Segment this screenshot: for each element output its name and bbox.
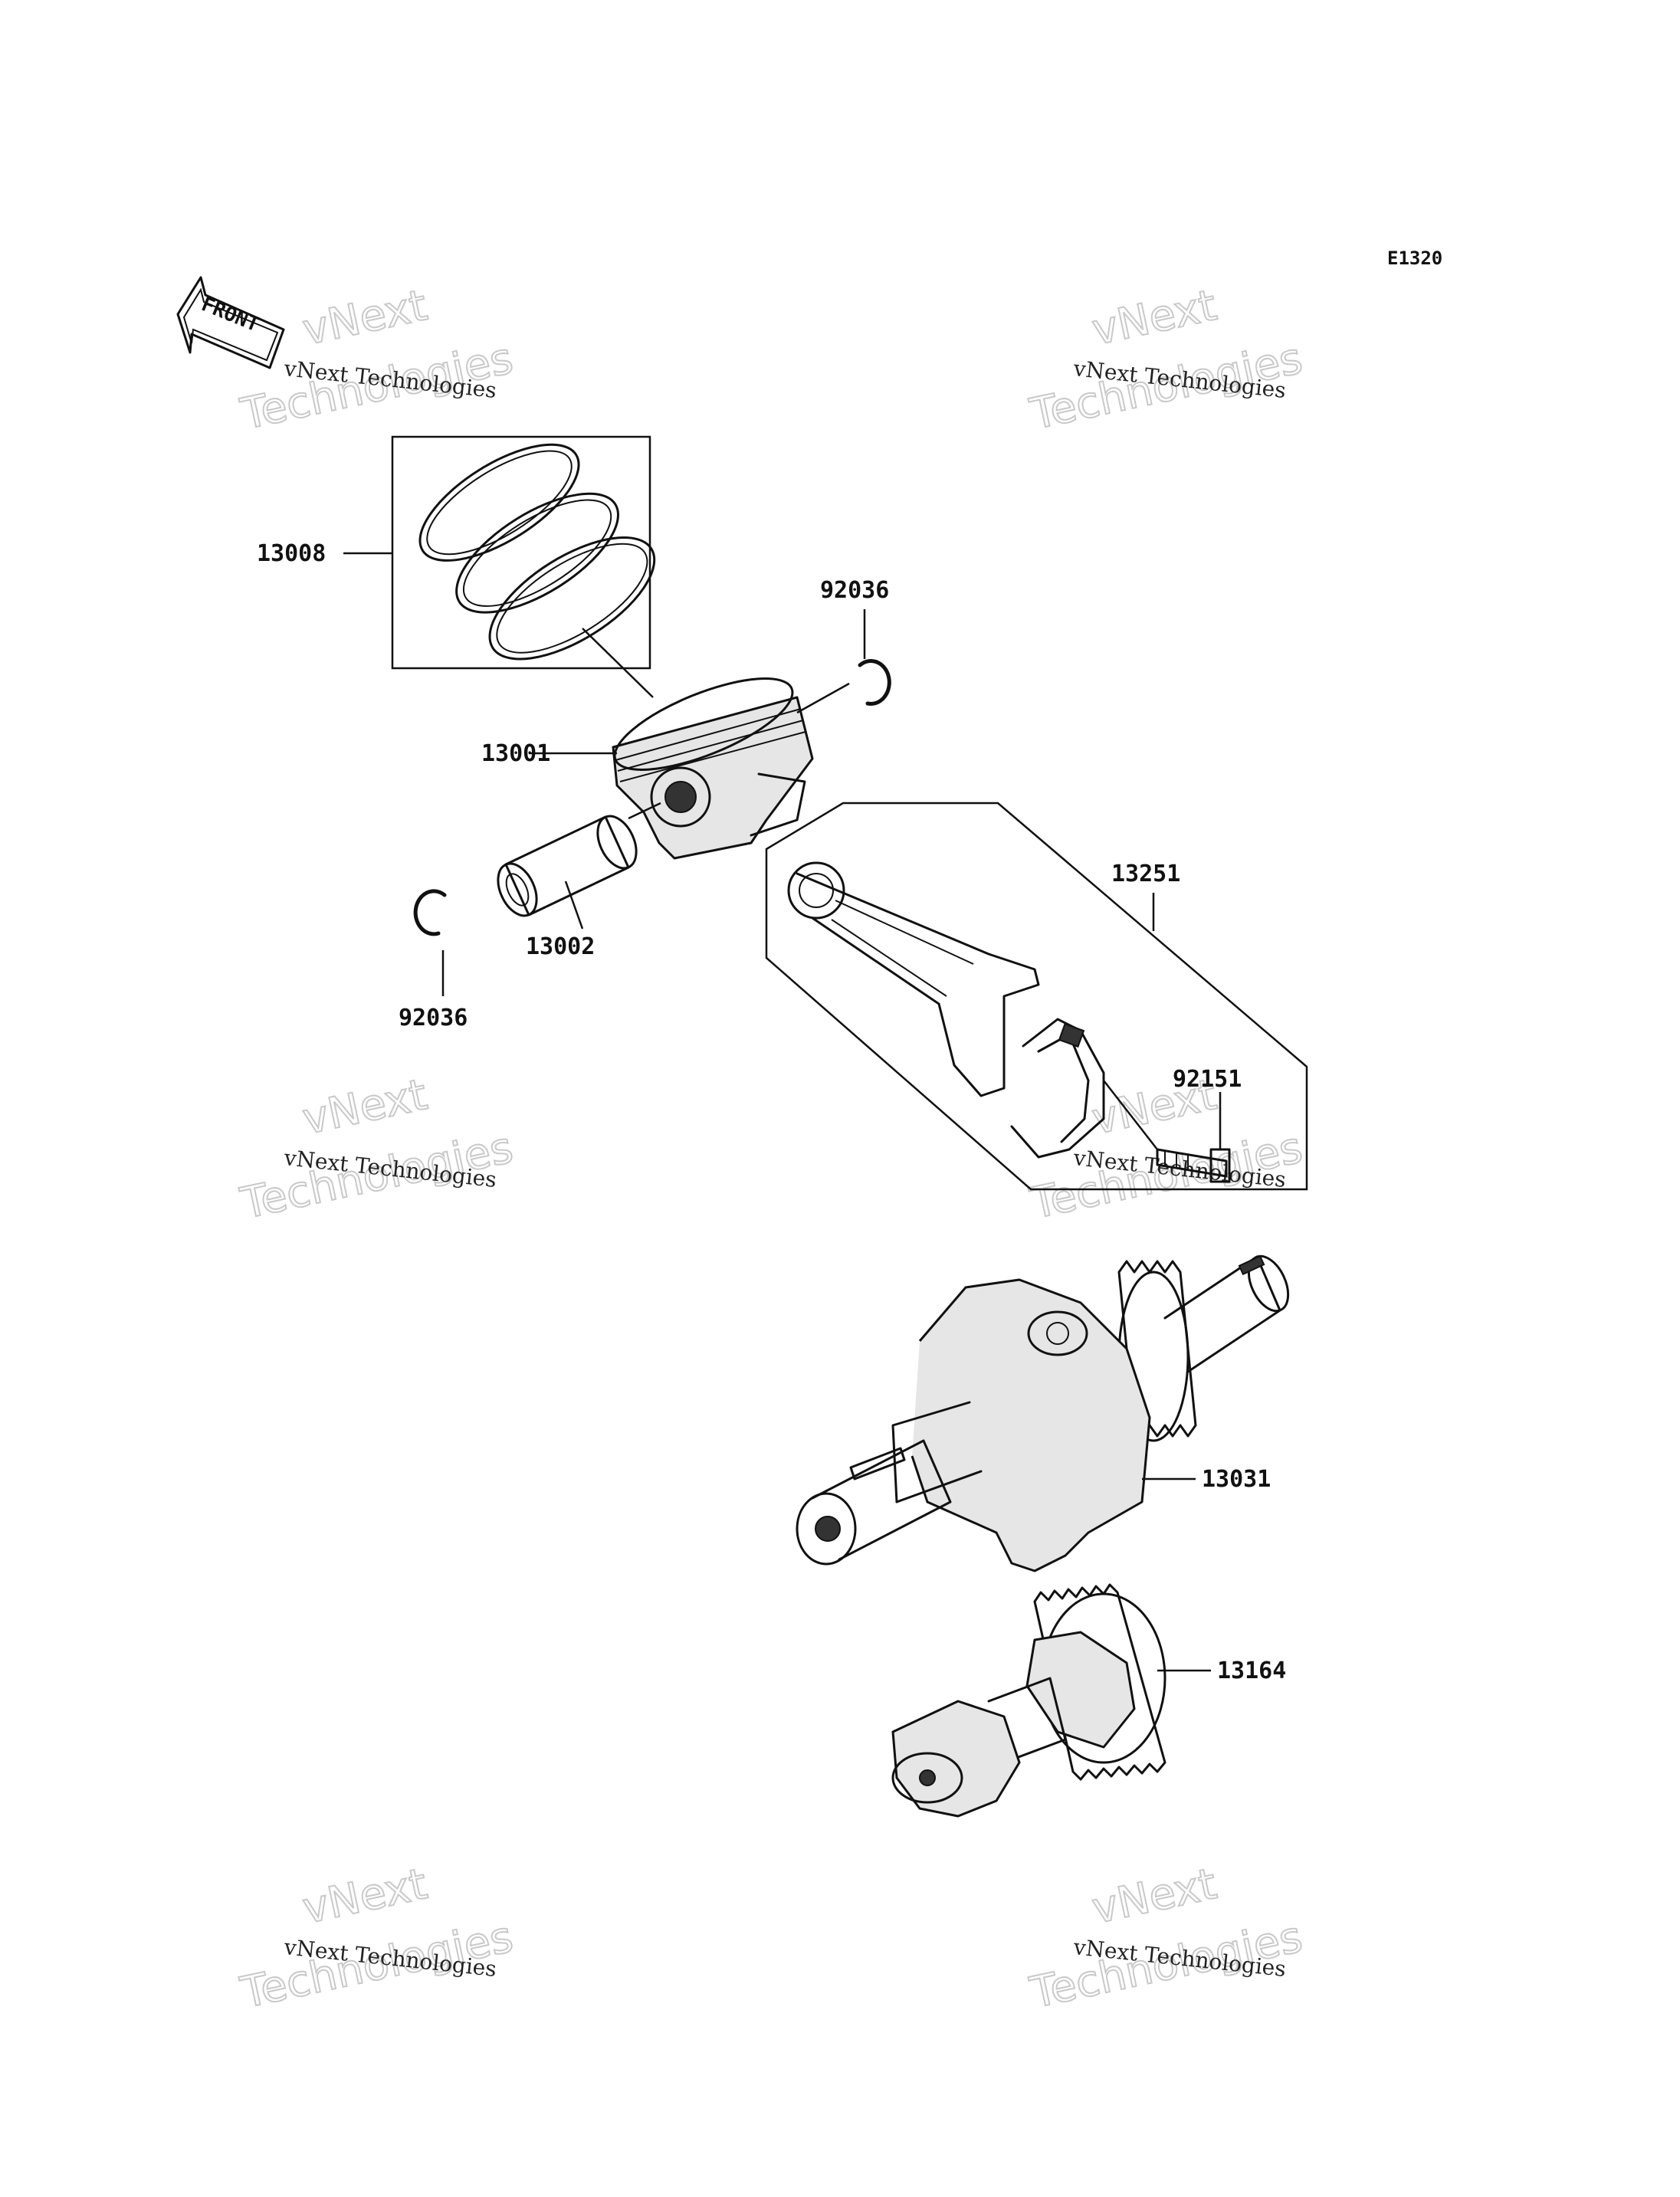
connecting-rod-box	[765, 802, 1308, 1191]
callout-13008: 13008	[257, 540, 326, 567]
callout-92036-lower: 92036	[399, 1005, 468, 1031]
callout-92036-upper: 92036	[820, 577, 889, 604]
front-arrow-label: FRONT	[198, 293, 262, 336]
watermark-line1: vNext	[298, 1859, 431, 1934]
watermark: vNext Technologies vNext Technologies	[235, 1858, 517, 2019]
watermark-line1: vNext	[298, 1070, 431, 1145]
callout-13164: 13164	[1217, 1658, 1286, 1684]
callout-13251: 13251	[1111, 861, 1180, 887]
front-arrow-icon: FRONT	[176, 276, 285, 369]
diagram-code: E1320	[1387, 248, 1442, 269]
callout-13002: 13002	[526, 933, 595, 960]
watermark-line1: vNext	[1088, 280, 1221, 356]
circlip-upper: 92036	[796, 577, 891, 714]
piston: 13001	[481, 677, 814, 860]
piston-pin: 13002	[497, 802, 661, 960]
callout-13001: 13001	[481, 740, 550, 767]
crankshaft: 13031	[796, 1254, 1290, 1572]
rod-bolt: 92151	[1103, 1066, 1242, 1183]
piston-ring-set: 13008	[257, 435, 656, 698]
circlip-lower: 92036	[399, 889, 468, 1031]
watermark: vNext Technologies vNext Technologies	[235, 1069, 517, 1230]
watermark-line1: vNext	[298, 280, 431, 356]
connecting-rod: 13251	[765, 802, 1308, 1191]
callout-92151: 92151	[1173, 1066, 1242, 1093]
watermark-line1: vNext	[1088, 1859, 1221, 1934]
watermark: vNext Technologies vNext Technologies	[1025, 280, 1307, 441]
watermark: vNext Technologies vNext Technologies	[235, 280, 517, 441]
balancer-shaft: 13164	[891, 1583, 1286, 1818]
callout-13031: 13031	[1202, 1466, 1271, 1493]
watermark: vNext Technologies vNext Technologies	[1025, 1858, 1307, 2019]
piston-ring-box	[391, 435, 651, 670]
